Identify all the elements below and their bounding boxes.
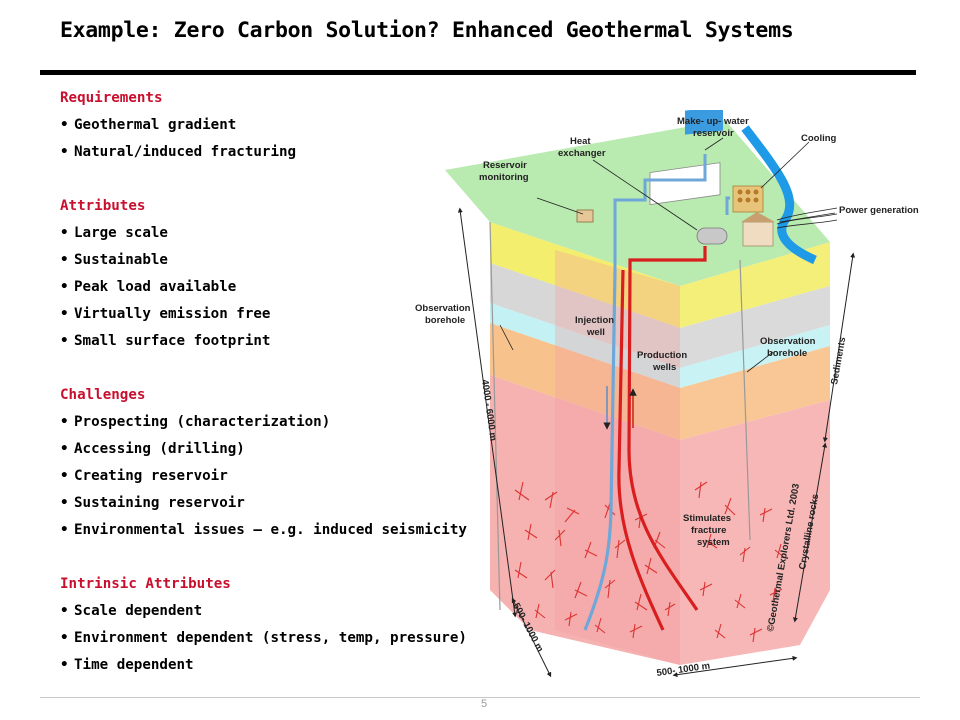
list-item: •Geothermal gradient	[60, 117, 237, 133]
layer-orange-right	[680, 346, 830, 440]
list-item: •Creating reservoir	[60, 468, 228, 484]
list-item: •Small surface footprint	[60, 333, 271, 349]
make-up-water-reservoir-tank	[685, 110, 723, 135]
label-observation-borehole-left: Observation	[415, 303, 471, 314]
cutaway-front	[555, 250, 680, 665]
label-observation-borehole-right-2: borehole	[767, 348, 807, 359]
label-production-wells: Production	[637, 350, 687, 361]
label-stimulated-fracture-3: system	[697, 537, 730, 548]
label-make-up-water-2: reservoir	[693, 128, 734, 139]
list-item: •Prospecting (characterization)	[60, 414, 331, 430]
label-stimulated-fracture-2: fracture	[691, 525, 726, 536]
observation-borehole-right	[739, 259, 751, 541]
title-rule	[40, 70, 916, 75]
cooling-fans	[737, 189, 759, 203]
list-item: •Virtually emission free	[60, 306, 271, 322]
depth-arrow	[457, 207, 518, 618]
layer-grey-left	[490, 263, 680, 368]
power-lines	[776, 207, 838, 229]
list-item: •Sustainable	[60, 252, 168, 268]
list-item: •Natural/induced fracturing	[60, 144, 297, 160]
label-reservoir-monitoring: Reservoir	[483, 160, 527, 171]
label-observation-borehole-left-2: borehole	[425, 315, 465, 326]
list-item: •Peak load available	[60, 279, 237, 295]
list-item: •Scale dependent	[60, 603, 203, 619]
label-reservoir-monitoring-2: monitoring	[479, 172, 529, 183]
left-face	[490, 222, 680, 665]
section-heading-attributes: Attributes	[60, 198, 146, 214]
list-item: •Accessing (drilling)	[60, 441, 245, 457]
label-injection-well: Injection	[575, 315, 614, 326]
width-bottom-arrow	[672, 655, 798, 678]
layer-yellow-right	[680, 242, 830, 328]
sediments-arrow	[822, 252, 856, 443]
ground-surface	[445, 120, 830, 286]
label-cooling: Cooling	[801, 133, 837, 144]
section-heading-challenges: Challenges	[60, 387, 146, 403]
page-title: Example: Zero Carbon Solution? Enhanced …	[60, 18, 794, 43]
power-plant-building	[649, 162, 721, 206]
surface-plant	[576, 110, 838, 270]
list-item: •Large scale	[60, 225, 168, 241]
plant-house	[742, 221, 774, 247]
injection-well	[583, 269, 617, 631]
dimension-arrows	[457, 207, 856, 678]
layer-cyan-left	[490, 303, 680, 388]
monitoring-hut	[576, 209, 594, 223]
production-well-1	[617, 269, 665, 631]
layer-cyan-right	[680, 325, 830, 388]
page-number: 5	[480, 698, 488, 710]
layer-grey-right	[680, 286, 830, 368]
label-injection-well-2: well	[586, 327, 605, 338]
list-item: •Time dependent	[60, 657, 194, 673]
label-heat-exchanger: Heat	[570, 136, 591, 147]
section-heading-intrinsic-attributes: Intrinsic Attributes	[60, 576, 231, 592]
basement-left	[490, 375, 680, 665]
label-power-generation: Power generation	[839, 205, 919, 216]
cooling-pipe	[725, 196, 730, 215]
plant-house-roof	[741, 212, 775, 222]
label-observation-borehole-right: Observation	[760, 336, 816, 347]
width-left-arrow	[511, 597, 552, 678]
crystalline-arrow	[792, 442, 828, 623]
label-sediments: Sediments	[829, 336, 848, 385]
egs-block-diagram: Make- up- water reservoir Cooling Heat e…	[415, 110, 919, 679]
label-heat-exchanger-2: exchanger	[558, 148, 606, 159]
basement-right	[680, 400, 830, 665]
bullet-list: Requirements •Geothermal gradient •Natur…	[60, 88, 530, 682]
heat-exchanger-cylinder	[696, 227, 728, 245]
layer-yellow-left	[490, 222, 680, 328]
label-make-up-water: Make- up- water	[677, 116, 749, 127]
right-face	[680, 242, 830, 665]
label-width-bottom: 500- 1000 m	[656, 661, 711, 679]
water-pipe	[613, 154, 707, 270]
hot-surface-pipe	[628, 246, 707, 268]
section-heading-requirements: Requirements	[60, 90, 163, 106]
list-item: •Environment dependent (stress, temp, pr…	[60, 630, 467, 646]
label-stimulated-fracture: Stimulates	[683, 513, 731, 524]
list-item: •Environmental issues – e.g. induced sei…	[60, 522, 467, 538]
production-well-2	[627, 267, 699, 611]
label-production-wells-2: wells	[652, 362, 676, 373]
footer-divider	[40, 697, 920, 698]
list-item: •Sustaining reservoir	[60, 495, 245, 511]
river	[741, 125, 817, 265]
